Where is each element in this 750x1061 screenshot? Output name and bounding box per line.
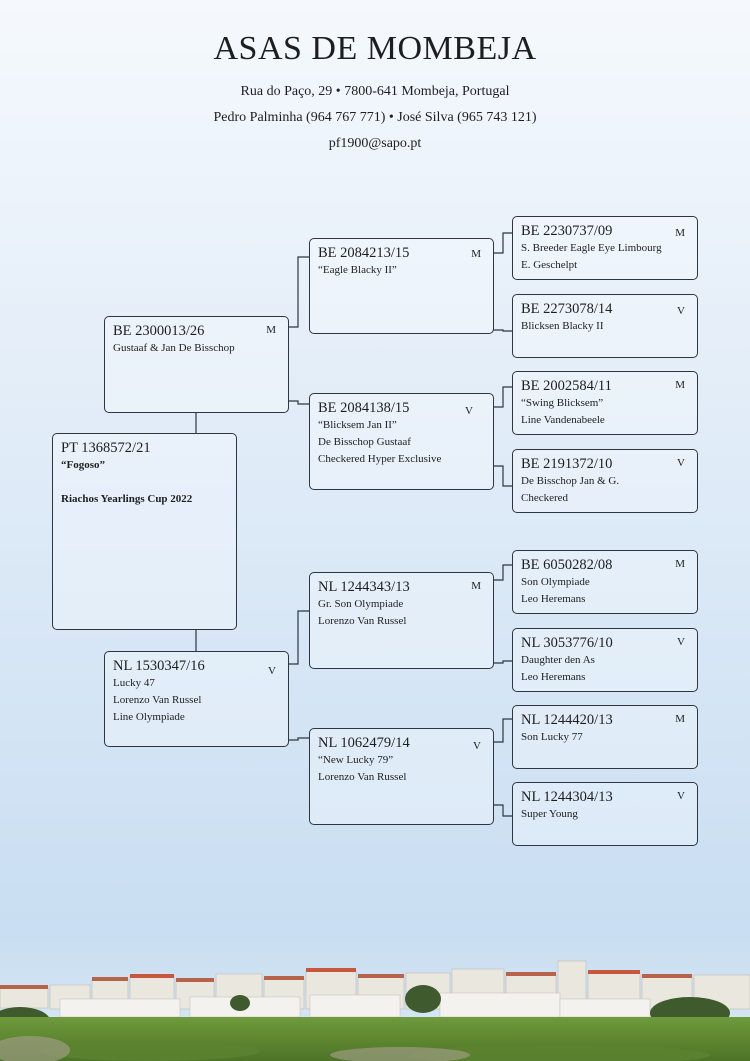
dam-card: NL 1530347/16 V Lucky 47 Lorenzo Van Rus… <box>104 651 289 747</box>
great-grandparent-sex: M <box>675 713 685 725</box>
great-grandparent-card: BE 2230737/09 M S. Breeder Eagle Eye Lim… <box>512 216 698 280</box>
great-grandparent-card: NL 1244304/13 V Super Young <box>512 782 698 846</box>
grandparent-card: BE 2084138/15 V “Blicksem Jan II” De Bis… <box>309 393 494 490</box>
grandparent-info: Lorenzo Van Russel <box>318 615 407 627</box>
grandparent-info: “Eagle Blacky II” <box>318 264 397 276</box>
sire-info: Gustaaf & Jan De Bisschop <box>113 342 235 354</box>
subject-name: “Fogoso” <box>61 459 105 471</box>
great-grandparent-ring-number: BE 2002584/11 <box>521 378 612 394</box>
great-grandparent-sex: M <box>675 379 685 391</box>
sire-ring-number: BE 2300013/26 <box>113 323 205 339</box>
great-grandparent-card: BE 2273078/14 V Blicksen Blacky II <box>512 294 698 358</box>
grandparent-ring-number: NL 1244343/13 <box>318 579 410 595</box>
subject-card: PT 1368572/21 “Fogoso” Riachos Yearlings… <box>52 433 237 630</box>
grandparent-sex: M <box>471 248 481 260</box>
dam-ring-number: NL 1530347/16 <box>113 658 205 674</box>
great-grandparent-sex: V <box>677 457 685 469</box>
great-grandparent-sex: M <box>675 227 685 239</box>
great-grandparent-ring-number: NL 3053776/10 <box>521 635 613 651</box>
grandparent-info: De Bisschop Gustaaf <box>318 436 411 448</box>
great-grandparent-ring-number: NL 1244420/13 <box>521 712 613 728</box>
great-grandparent-info: Son Lucky 77 <box>521 731 583 743</box>
grandparent-ring-number: BE 2084138/15 <box>318 400 410 416</box>
village-landscape-image <box>0 960 750 1061</box>
great-grandparent-sex: V <box>677 305 685 317</box>
great-grandparent-card: BE 6050282/08 M Son Olympiade Leo Herema… <box>512 550 698 614</box>
subject-ring-number: PT 1368572/21 <box>61 440 151 456</box>
great-grandparent-info: Leo Heremans <box>521 671 586 683</box>
grandparent-info: Checkered Hyper Exclusive <box>318 453 442 465</box>
great-grandparent-info: Son Olympiade <box>521 576 590 588</box>
grandparent-ring-number: BE 2084213/15 <box>318 245 410 261</box>
great-grandparent-info: “Swing Blicksem” <box>521 397 604 409</box>
great-grandparent-card: BE 2191372/10 V De Bisschop Jan & G. Che… <box>512 449 698 513</box>
grandparent-sex: V <box>473 740 481 752</box>
contacts: Pedro Palminha (964 767 771) • José Silv… <box>213 110 537 126</box>
great-grandparent-ring-number: BE 2273078/14 <box>521 301 613 317</box>
great-grandparent-sex: V <box>677 636 685 648</box>
great-grandparent-ring-number: BE 2191372/10 <box>521 456 613 472</box>
great-grandparent-ring-number: BE 2230737/09 <box>521 223 613 239</box>
great-grandparent-info: Checkered <box>521 492 569 504</box>
great-grandparent-ring-number: NL 1244304/13 <box>521 789 613 805</box>
great-grandparent-sex: M <box>675 558 685 570</box>
great-grandparent-info: Blicksen Blacky II <box>521 320 604 332</box>
great-grandparent-info: Line Vandenabeele <box>521 414 605 426</box>
address: Rua do Paço, 29 • 7800-641 Mombeja, Port… <box>240 84 510 100</box>
grandparent-sex: M <box>471 580 481 592</box>
sire-card: BE 2300013/26 M Gustaaf & Jan De Bisscho… <box>104 316 289 413</box>
sire-sex: M <box>266 324 276 336</box>
grandparent-info: “New Lucky 79” <box>318 754 394 766</box>
dam-sex: V <box>268 665 276 677</box>
great-grandparent-info: Super Young <box>521 808 578 820</box>
great-grandparent-card: NL 3053776/10 V Daughter den As Leo Here… <box>512 628 698 692</box>
great-grandparent-info: De Bisschop Jan & G. <box>521 475 620 487</box>
great-grandparent-card: BE 2002584/11 M “Swing Blicksem” Line Va… <box>512 371 698 435</box>
dam-info: Lorenzo Van Russel <box>113 694 202 706</box>
great-grandparent-card: NL 1244420/13 M Son Lucky 77 <box>512 705 698 769</box>
great-grandparent-info: E. Geschelpt <box>521 259 578 271</box>
great-grandparent-info: Daughter den As <box>521 654 595 666</box>
great-grandparent-sex: V <box>677 790 685 802</box>
grandparent-card: NL 1244343/13 M Gr. Son Olympiade Lorenz… <box>309 572 494 669</box>
great-grandparent-info: Leo Heremans <box>521 593 586 605</box>
subject-achievement: Riachos Yearlings Cup 2022 <box>61 493 193 505</box>
dam-info: Line Olympiade <box>113 711 185 723</box>
grandparent-info: Gr. Son Olympiade <box>318 598 404 610</box>
great-grandparent-ring-number: BE 6050282/08 <box>521 557 613 573</box>
email: pf1900@sapo.pt <box>328 136 422 152</box>
grandparent-ring-number: NL 1062479/14 <box>318 735 410 751</box>
dam-info: Lucky 47 <box>113 677 155 689</box>
page-title: ASAS DE MOMBEJA <box>213 30 537 67</box>
great-grandparent-info: S. Breeder Eagle Eye Limbourg <box>521 242 662 254</box>
header: ASAS DE MOMBEJA Rua do Paço, 29 • 7800-6… <box>0 30 750 157</box>
grandparent-card: BE 2084213/15 M “Eagle Blacky II” <box>309 238 494 334</box>
grandparent-sex: V <box>465 405 473 417</box>
grandparent-info: Lorenzo Van Russel <box>318 771 407 783</box>
grandparent-card: NL 1062479/14 V “New Lucky 79” Lorenzo V… <box>309 728 494 825</box>
grandparent-info: “Blicksem Jan II” <box>318 419 397 431</box>
